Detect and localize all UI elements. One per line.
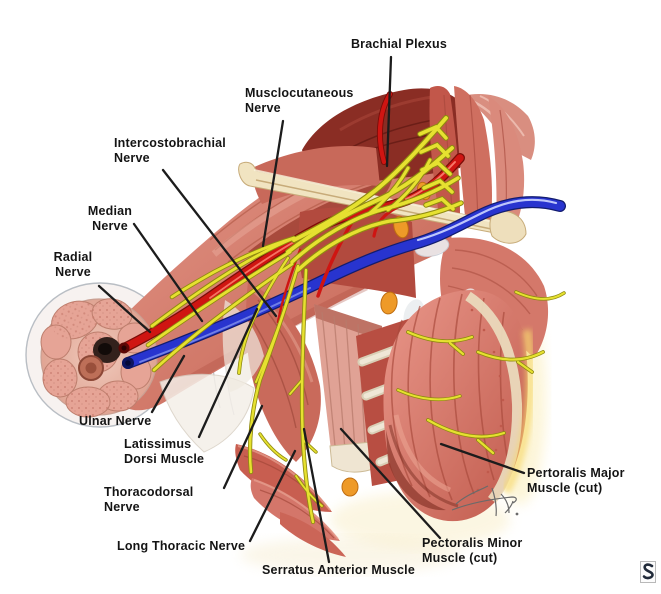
label-line: Nerve [92,219,128,233]
label-line: Intercostobrachial [114,136,226,150]
label-line: Radial [53,250,93,264]
leader-lines [97,55,526,564]
label-line: Thoracodorsal [104,485,194,499]
label-musclocutaneous-nerve: Musclocutaneous Nerve [245,86,354,116]
label-intercostobrachial-nerve: Intercostobrachial Nerve [114,136,226,166]
label-line: Median [87,204,133,218]
label-line: Dorsi Muscle [124,452,205,466]
label-line: Pectoralis Minor [422,536,523,550]
label-radial-nerve: Radial Nerve [54,250,93,280]
label-median-nerve: Median Nerve [88,204,132,234]
label-line: Nerve [55,265,91,279]
label-line: Muscle (cut) [422,551,498,565]
label-line: Ulnar Nerve [79,414,152,428]
label-line: Nerve [104,500,140,514]
label-line: Muscle (cut) [527,481,603,495]
artist-signature [451,485,519,517]
label-pectoralis-minor-muscle: Pectoralis Minor Muscle (cut) [422,536,522,566]
label-latissimus-dorsi-muscle: Latissimus Dorsi Muscle [124,437,204,467]
label-ulnar-nerve: Ulnar Nerve [79,414,151,429]
label-pertoralis-major-muscle: Pertoralis Major Muscle (cut) [527,466,625,496]
label-line: Long Thoracic Nerve [117,539,246,553]
axillary-vein [122,196,566,369]
label-line: Pertoralis Major [527,466,625,480]
pectoralis-major [383,290,535,522]
label-line: Brachial Plexus [350,37,448,51]
brachial-plexus-nerves [145,115,566,525]
label-long-thoracic-nerve: Long Thoracic Nerve [117,539,245,554]
label-brachial-plexus: Brachial Plexus [351,37,447,52]
label-line: Nerve [245,101,281,115]
corner-logo-icon [640,561,656,583]
label-line: Serratus Anterior Muscle [262,563,415,577]
label-line: Musclocutaneous [245,86,354,100]
label-serratus-anterior-muscle: Serratus Anterior Muscle [262,563,415,578]
label-thoracodorsal-nerve: Thoracodorsal Nerve [104,485,193,515]
scalene-muscles [429,86,525,230]
label-line: Latissimus [124,437,192,451]
vessel-cut-ends [118,342,134,369]
label-line: Nerve [114,151,150,165]
